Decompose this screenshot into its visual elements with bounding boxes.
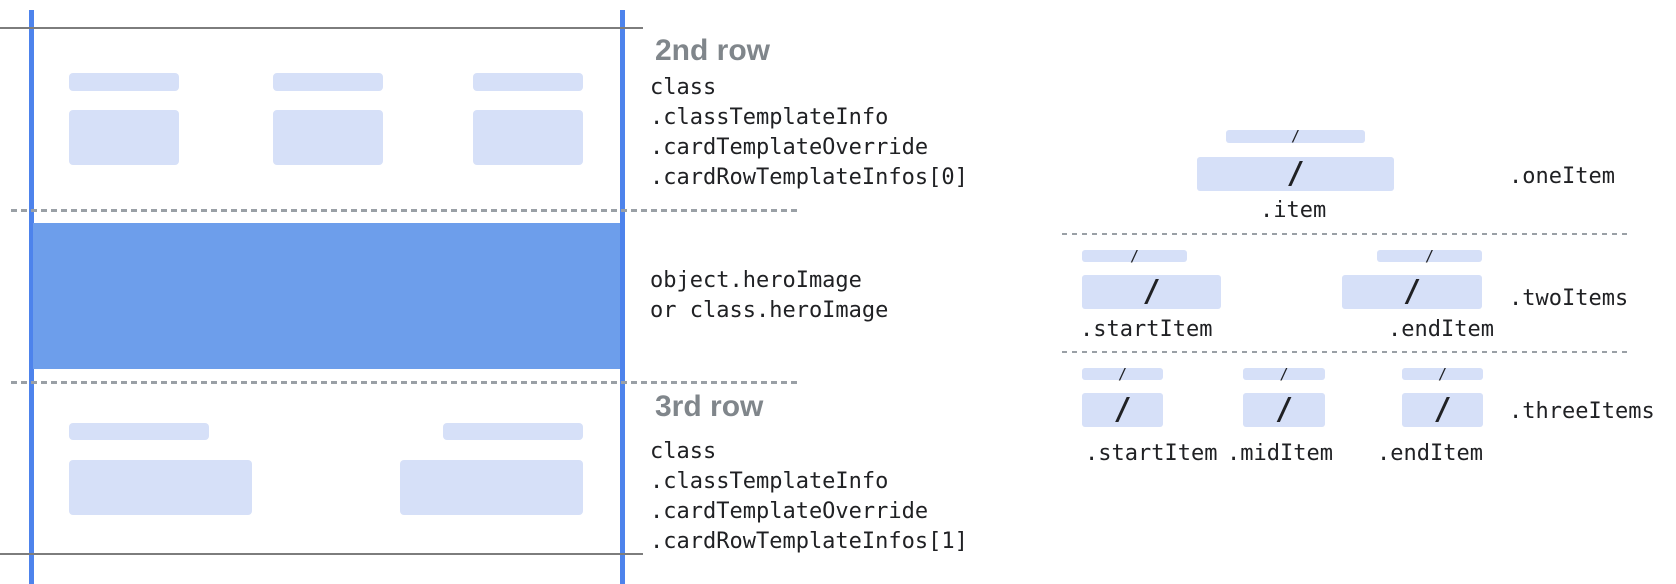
item-name-label: .endItem (1377, 441, 1483, 466)
item-name-label: .endItem (1388, 317, 1494, 342)
row-divider-dashed-upper (11, 209, 798, 212)
slash-separator-icon: / (1142, 274, 1161, 309)
item-label-bar: / (1402, 364, 1483, 383)
code-line: .cardTemplateOverride (650, 499, 929, 524)
field-value-box (473, 110, 583, 165)
code-line: class (650, 75, 717, 100)
field-value-box (69, 460, 252, 515)
field-label-bar (473, 73, 583, 91)
slash-separator-icon: / (1117, 364, 1128, 383)
slash-separator-icon: / (1129, 246, 1140, 265)
field-value-box (273, 110, 383, 165)
slash-separator-icon: / (1274, 392, 1294, 427)
item-name-label: .startItem (1080, 317, 1213, 342)
field-label-bar (273, 73, 383, 91)
item-name-label: .item (1260, 198, 1327, 223)
layout-divider-dashed (1062, 233, 1629, 235)
row3-path: class .classTemplateInfo .cardTemplateOv… (650, 437, 968, 557)
code-line: .cardRowTemplateInfos[1] (650, 529, 968, 554)
slash-separator-icon: / (1424, 246, 1435, 265)
item-label-bar: / (1082, 364, 1163, 383)
field-label-bar (69, 423, 209, 440)
item-value-bar: / (1342, 275, 1482, 309)
slash-separator-icon: / (1433, 392, 1452, 427)
slash-separator-icon: / (1402, 274, 1422, 309)
slash-separator-icon: / (1279, 364, 1289, 383)
item-value-bar: / (1082, 393, 1163, 427)
item-label-bar: / (1082, 246, 1187, 265)
code-line: .classTemplateInfo (650, 469, 889, 494)
item-name-label: .startItem (1085, 441, 1218, 466)
code-line: .classTemplateInfo (650, 105, 889, 130)
code-line: .cardRowTemplateInfos[0] (650, 165, 968, 190)
code-line: object.heroImage (650, 268, 862, 293)
row2-path: class .classTemplateInfo .cardTemplateOv… (650, 73, 968, 193)
slash-separator-icon: / (1286, 156, 1305, 191)
code-line: or class.heroImage (650, 298, 889, 323)
layout-name-label: .threeItems (1509, 399, 1655, 424)
hero-path: object.heroImage or class.heroImage (650, 266, 888, 326)
layout-divider-dashed (1062, 351, 1629, 353)
item-value-bar: / (1082, 275, 1221, 309)
card-bottom-line (0, 553, 643, 555)
slash-separator-icon: / (1113, 392, 1132, 427)
row3-heading: 3rd row (655, 390, 764, 423)
code-line: class (650, 439, 717, 464)
field-value-box (69, 110, 179, 165)
item-value-bar: / (1197, 157, 1394, 191)
item-value-bar: / (1243, 393, 1325, 427)
field-label-bar (69, 73, 179, 91)
field-value-box (400, 460, 583, 515)
hero-image-band (33, 223, 620, 369)
item-label-bar: / (1243, 364, 1325, 383)
layout-name-label: .twoItems (1509, 286, 1629, 311)
field-label-bar (443, 423, 583, 440)
item-value-bar: / (1402, 393, 1483, 427)
code-line: .cardTemplateOverride (650, 135, 929, 160)
slash-separator-icon: / (1437, 364, 1448, 383)
item-name-label: .midItem (1227, 441, 1333, 466)
layout-name-label: .oneItem (1509, 164, 1615, 189)
row2-heading: 2nd row (655, 34, 771, 67)
item-label-bar: / (1226, 127, 1365, 145)
slash-separator-icon: / (1290, 127, 1301, 145)
card-guide-line-right (620, 10, 625, 584)
row-divider-dashed-lower (11, 381, 798, 384)
item-label-bar: / (1377, 246, 1482, 265)
card-top-line (0, 27, 643, 29)
card-guide-line-left (29, 10, 34, 584)
